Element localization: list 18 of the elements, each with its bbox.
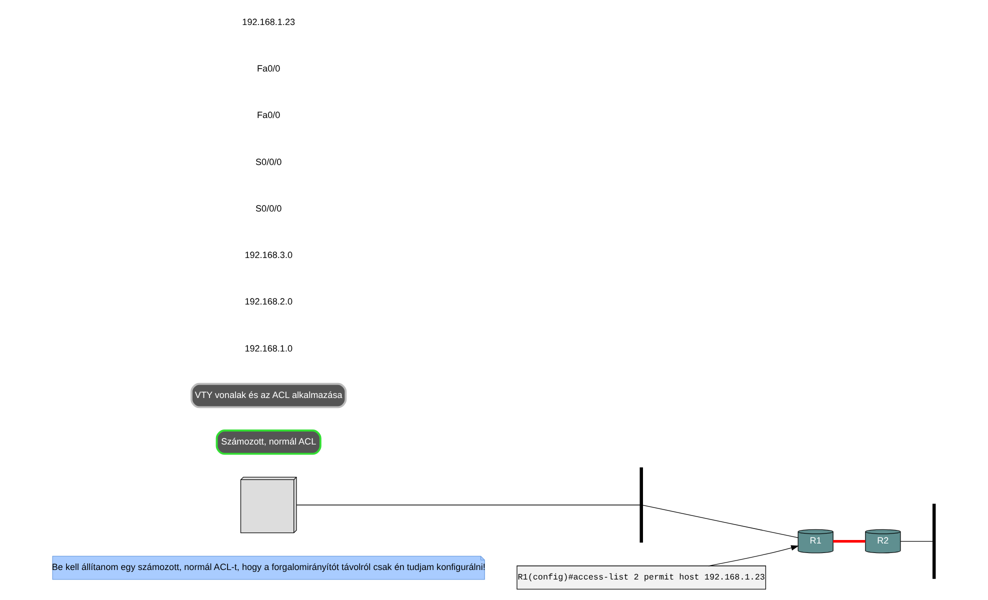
label: 192.168.3.0 [244, 250, 292, 260]
node-bar [932, 504, 936, 579]
label: 192.168.1.0 [244, 343, 292, 354]
label: Fa0/0 [257, 63, 280, 74]
connector [833, 540, 866, 543]
arrow [708, 545, 799, 566]
node-box: Számozott, normál ACL [216, 430, 322, 455]
label: Fa0/0 [257, 110, 280, 120]
node-box: R1(config)#access-list 2 permit host 192.168.1.23 [516, 566, 766, 590]
connector [642, 504, 798, 538]
node-bar [640, 467, 643, 543]
label: S0/0/0 [256, 203, 282, 214]
label: 192.168.1.23 [242, 16, 296, 27]
label: S0/0/0 [256, 156, 282, 167]
label: 192.168.2.0 [244, 296, 292, 307]
connector [296, 504, 640, 506]
connector [900, 540, 933, 542]
node-box: VTY vonalak és az ACL alkalmazása [190, 382, 347, 408]
